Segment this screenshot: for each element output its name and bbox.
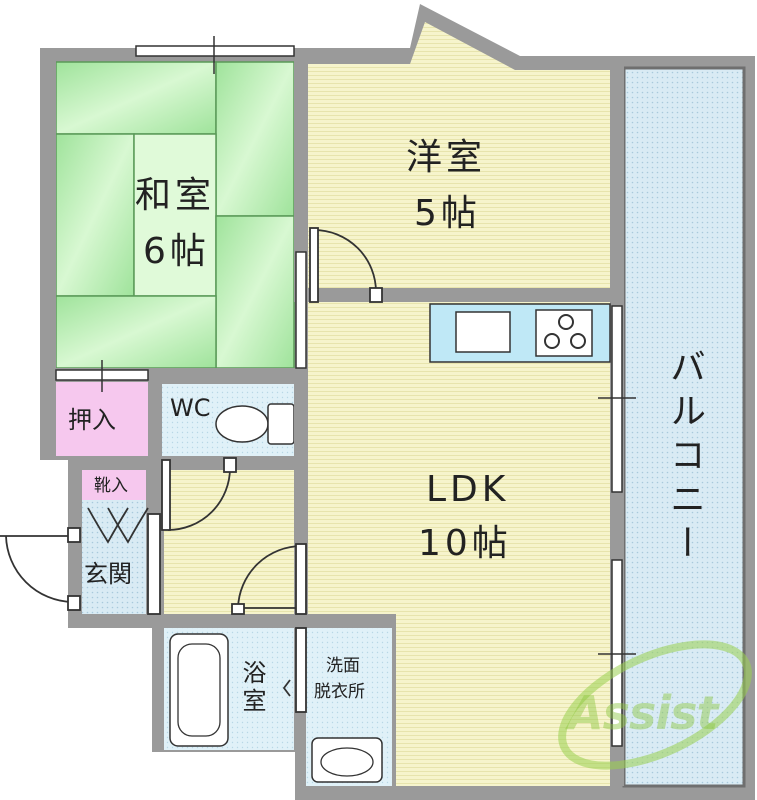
youshitsu-name-label: 洋室	[406, 137, 487, 178]
washitsu-tatami	[55, 61, 295, 369]
wc-label: WC	[170, 394, 211, 422]
senmen-area	[306, 628, 392, 786]
yokushitsu-area	[164, 628, 294, 750]
youshitsu-floor	[308, 22, 610, 288]
kitchen-counter	[429, 303, 611, 363]
assist-watermark-text: Assist	[568, 686, 718, 740]
balcony-area	[622, 66, 746, 788]
kutsuire-label: 靴入	[94, 476, 128, 496]
kutsuire-area	[82, 470, 146, 500]
washitsu-size-label: 6帖	[143, 231, 210, 272]
ldk-name-label: LDK	[426, 469, 510, 510]
toilet-tank-icon	[267, 403, 295, 445]
windows	[55, 36, 636, 747]
ldk-size-label: 10帖	[418, 523, 512, 564]
stove-icon	[535, 309, 593, 357]
toilet-bowl-icon	[215, 405, 269, 443]
yokushitsu-label: 浴室	[238, 660, 266, 716]
senmen-label-line2: 脱衣所	[314, 682, 365, 702]
youshitsu-size-label: 5帖	[414, 193, 481, 234]
assist-logo	[558, 640, 752, 770]
balcony-label: バルコニー	[664, 348, 705, 568]
washitsu-name-label: 和室	[135, 175, 216, 216]
genkan-label: 玄関	[84, 560, 132, 588]
ldk-floor	[308, 302, 610, 786]
senmen-label-line1: 洗面	[326, 656, 360, 676]
kitchen-sink-icon	[455, 311, 511, 353]
wc-area	[162, 384, 295, 456]
oshiire-label: 押入	[68, 406, 116, 434]
hallway-floor	[164, 470, 294, 614]
oshiire-area	[56, 382, 148, 456]
doors	[0, 227, 383, 713]
